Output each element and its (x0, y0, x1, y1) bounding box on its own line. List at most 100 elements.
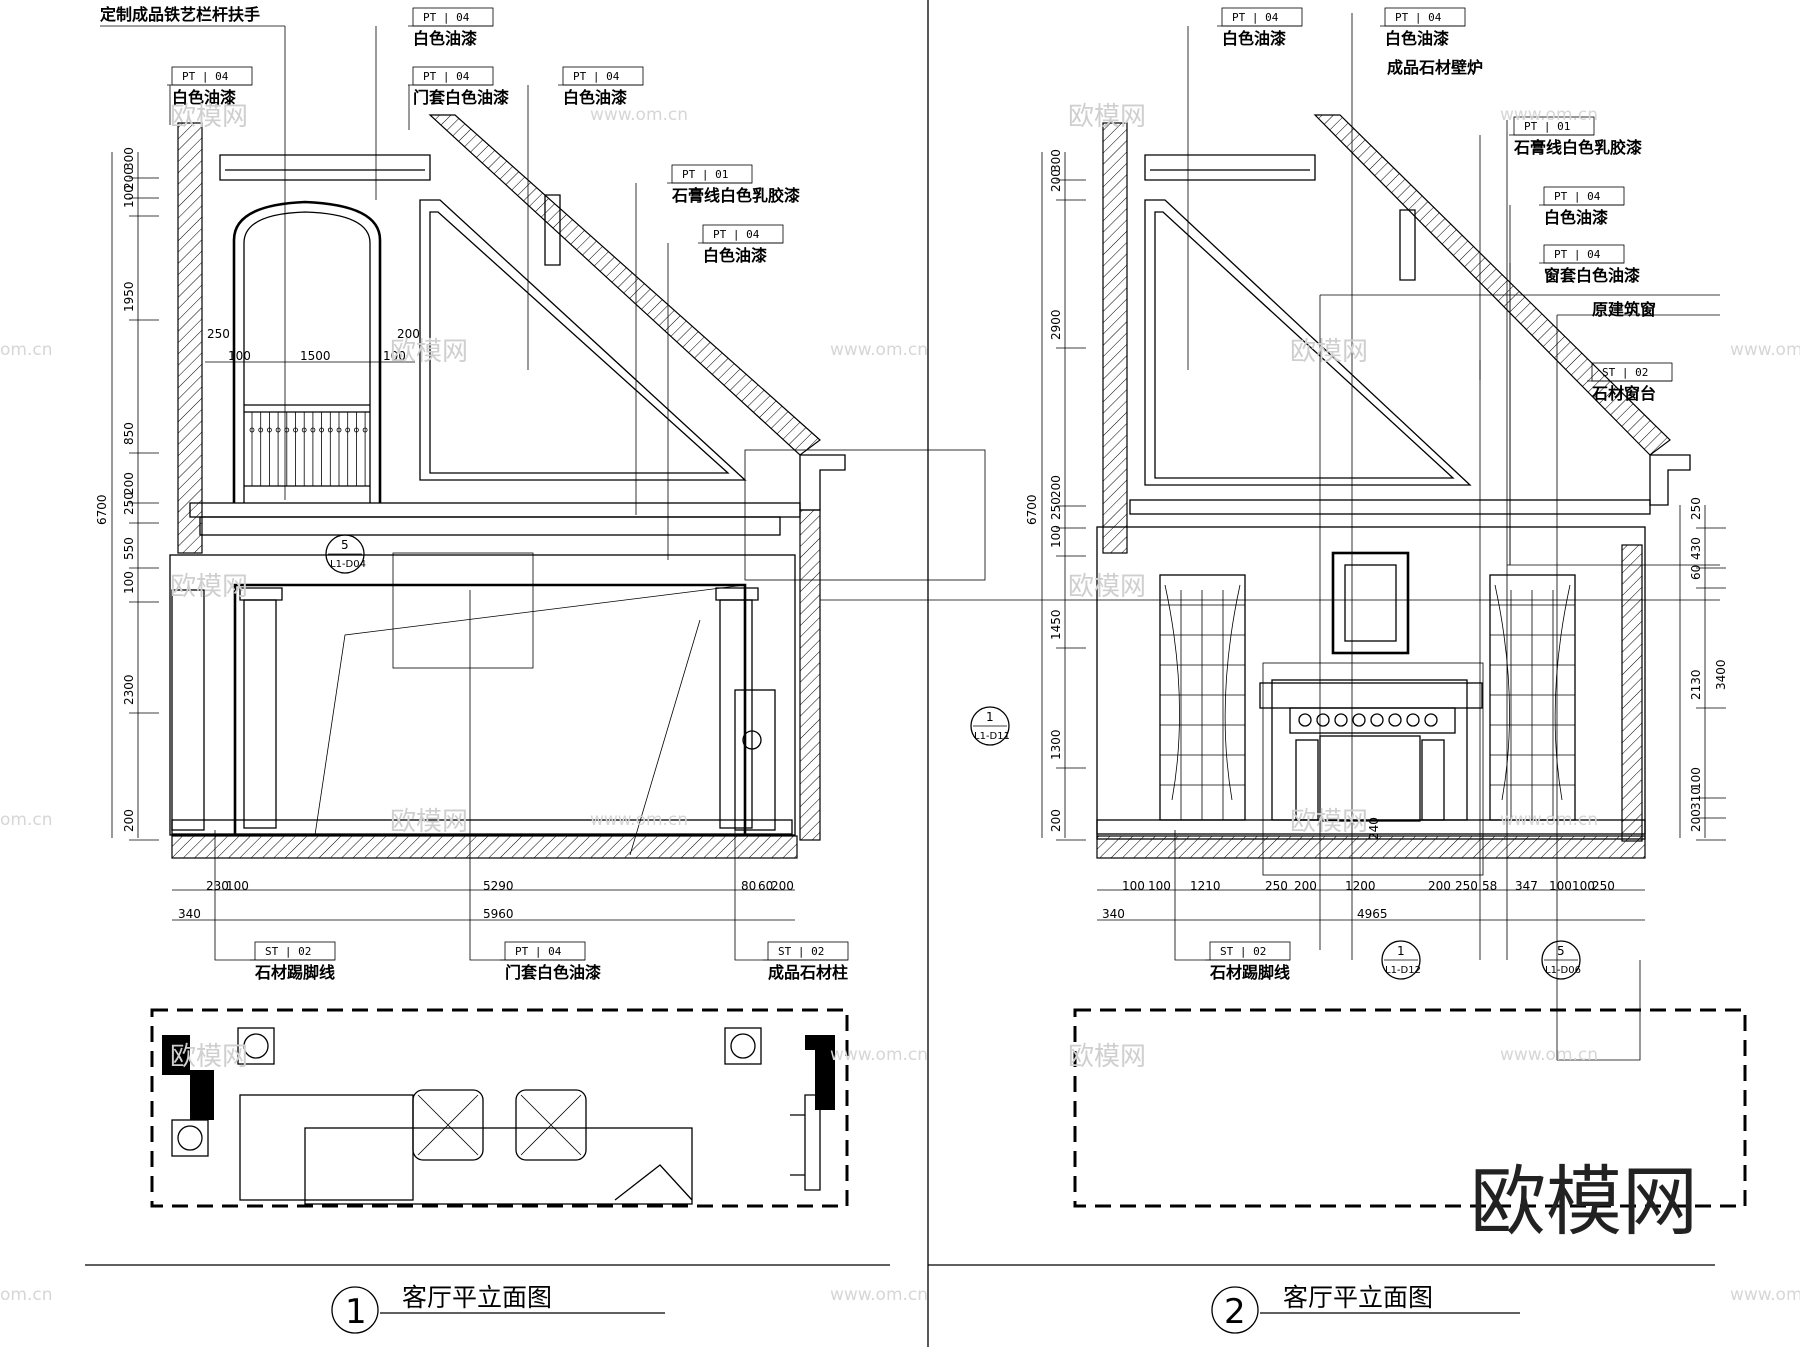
plan-column-2 (171, 1119, 209, 1157)
tag-text: 门套白色油漆 (505, 963, 601, 982)
tag-code: PT | 04 (423, 70, 470, 83)
right-wall (799, 509, 821, 841)
left-ref-num: 5 (341, 538, 349, 552)
vdim-label: 1300 (1049, 729, 1063, 760)
crown-moulding (219, 154, 431, 181)
r-window-right (1489, 574, 1576, 821)
tag-text: 石膏线白色乳胶漆 (671, 186, 800, 205)
vdim-label: 100 (122, 571, 136, 594)
r-triangle-outer (1144, 199, 1472, 486)
left-dim-200: 200 (771, 879, 794, 893)
tag-code: PT | 04 (573, 70, 620, 83)
r-dim-340: 340 (1102, 907, 1125, 921)
arch-dim-250: 250 (207, 327, 230, 341)
tag-code: ST | 02 (265, 945, 311, 958)
tag-text: 石材踢脚线 (1209, 963, 1290, 982)
rosette (1424, 713, 1438, 727)
r-sloped-roof (1313, 114, 1671, 456)
baluster-knob (293, 427, 298, 433)
side-ref-num: 1 (986, 710, 994, 724)
watermark-url-partial: om.cn (0, 810, 53, 830)
brand-logo: 欧模网 (1470, 1157, 1698, 1246)
r-painting-inner (1344, 564, 1397, 642)
tag-text: 门套白色油漆 (413, 88, 509, 107)
left-dim-80: 80 (741, 879, 756, 893)
watermark-brand: 欧模网 (1290, 807, 1368, 837)
baluster-knob (362, 427, 368, 433)
r-ref-1-sheet: L1-D12 (1385, 965, 1421, 976)
left-dim-total: 5960 (483, 907, 514, 921)
hdim-label: 250 (1265, 879, 1288, 893)
lower-frame (169, 554, 796, 836)
watermark-brand: 欧模网 (1290, 337, 1368, 367)
hdim-label: 1200 (1345, 879, 1376, 893)
stone-column-mid (243, 599, 277, 829)
left-top-note: 定制成品铁艺栏杆扶手 (99, 5, 260, 24)
roof-end (799, 454, 846, 511)
iron-railing (244, 404, 370, 487)
roof-detail (544, 194, 561, 266)
door-swing-lines (314, 584, 746, 856)
cabinet-knob (742, 730, 762, 750)
watermark-url: www.om.cn (1500, 105, 1598, 125)
tag-code: PT | 04 (1554, 190, 1601, 203)
arch-dim-100b: 100 (383, 349, 406, 363)
tag-text: 白色油漆 (1385, 29, 1449, 48)
plan-ottoman-2 (515, 1089, 587, 1161)
plan-table (304, 1127, 693, 1205)
watermark-url: www.om.cn (830, 340, 928, 360)
watermark-brand: 欧模网 (1068, 572, 1146, 602)
sloped-roof (428, 114, 821, 456)
vdim-label: 1950 (122, 281, 136, 312)
hdim-label: 100 (1549, 879, 1572, 893)
cornice-band (189, 502, 801, 518)
tag-code: PT | 04 (713, 228, 760, 241)
right-bottom-material-tag: ST | 02 石材踢脚线 (1174, 830, 1291, 982)
hdim-label: 58 (1482, 879, 1497, 893)
r-painting-frame (1331, 551, 1410, 655)
floor-slab (171, 835, 798, 859)
hdim-label: 100 (1572, 879, 1595, 893)
tag-code: PT | 04 (423, 11, 470, 24)
vdim-label: 1450 (1049, 609, 1063, 640)
r-roof-end (1649, 454, 1691, 506)
left-dim-340: 340 (178, 907, 201, 921)
baluster-knob (301, 427, 307, 433)
r-crown-moulding (1144, 154, 1316, 181)
tag-text: 白色油漆 (1222, 29, 1286, 48)
baluster-knob (345, 427, 351, 433)
rosette (1406, 713, 1420, 727)
arched-opening-outer (232, 200, 382, 503)
cornice-band-2 (199, 516, 781, 536)
detail-box (392, 552, 534, 669)
r-window-left (1159, 574, 1246, 821)
vdim-label: 200 (1689, 809, 1703, 832)
r-detail-box (1262, 662, 1484, 876)
rosette (1298, 713, 1312, 727)
hdim-label: 347 (1515, 879, 1538, 893)
stone-fireplace (1259, 679, 1483, 822)
tag-text: 白色油漆 (563, 88, 627, 107)
vdim-label: 200 (122, 472, 136, 495)
tag-code: PT | 01 (682, 168, 728, 181)
left-elevation: 6700 30020010019508502002505501002300200… (85, 5, 986, 1334)
hdim-label: 1210 (1190, 879, 1221, 893)
detail-box-2 (744, 449, 986, 581)
tag-code: ST | 02 (1220, 945, 1266, 958)
side-ref-bubble (970, 706, 1010, 746)
left-plan-view (150, 1008, 849, 1208)
left-dim-230: 230 (206, 879, 229, 893)
tag-text: 原建筑窗 (1592, 300, 1656, 319)
column-capital-right (715, 587, 759, 601)
tag-text: 白色油漆 (703, 246, 767, 265)
plan-column-1 (237, 1027, 275, 1065)
vdim-label: 2300 (122, 674, 136, 705)
rosette (1370, 713, 1384, 727)
tag-code: PT | 04 (182, 70, 229, 83)
vdim-label: 850 (122, 422, 136, 445)
watermark-brand: 欧模网 (170, 1042, 248, 1072)
r-vdim-total: 6700 (1025, 494, 1039, 525)
plan-sofa (239, 1094, 414, 1201)
column-capital-left (239, 587, 283, 601)
